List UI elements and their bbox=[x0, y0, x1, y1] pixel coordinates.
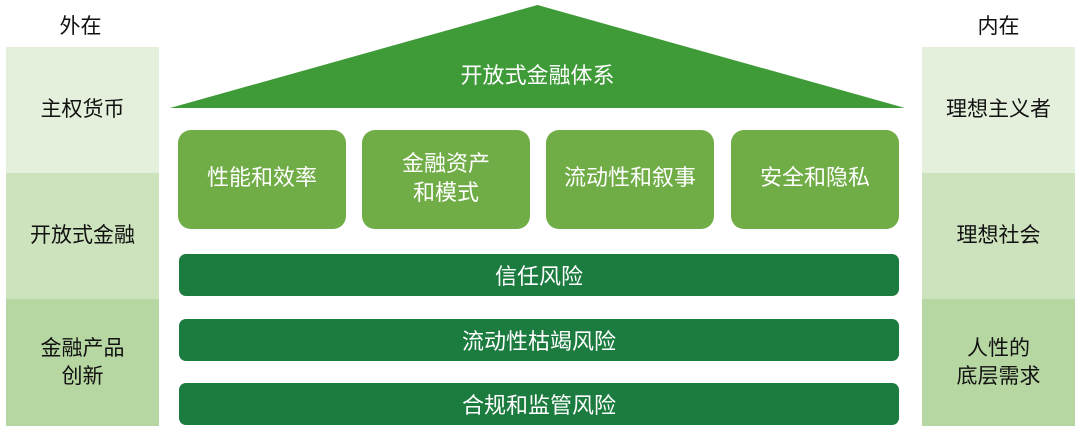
left-item-sovereign-currency: 主权货币 bbox=[6, 47, 159, 173]
risk-bar-compliance: 合规和监管风险 bbox=[179, 383, 899, 425]
roof-label: 开放式金融体系 bbox=[460, 64, 615, 89]
pillar-liquidity-narrative: 流动性和叙事 bbox=[546, 130, 714, 229]
left-item-open-finance: 开放式金融 bbox=[6, 173, 159, 299]
pillar-security-privacy: 安全和隐私 bbox=[731, 130, 899, 229]
risk-bar-trust: 信任风险 bbox=[179, 254, 899, 296]
right-item-human-needs: 人性的 底层需求 bbox=[922, 299, 1075, 426]
left-column-title: 外在 bbox=[59, 14, 102, 38]
pillar-performance: 性能和效率 bbox=[178, 130, 346, 229]
right-column-title: 内在 bbox=[977, 14, 1020, 38]
roof-triangle bbox=[170, 5, 905, 108]
pillar-financial-assets: 金融资产 和模式 bbox=[362, 130, 530, 229]
right-item-idealist: 理想主义者 bbox=[922, 47, 1075, 173]
right-item-ideal-society: 理想社会 bbox=[922, 173, 1075, 299]
risk-bar-liquidity: 流动性枯竭风险 bbox=[179, 319, 899, 361]
left-item-financial-innovation: 金融产品 创新 bbox=[6, 299, 159, 426]
